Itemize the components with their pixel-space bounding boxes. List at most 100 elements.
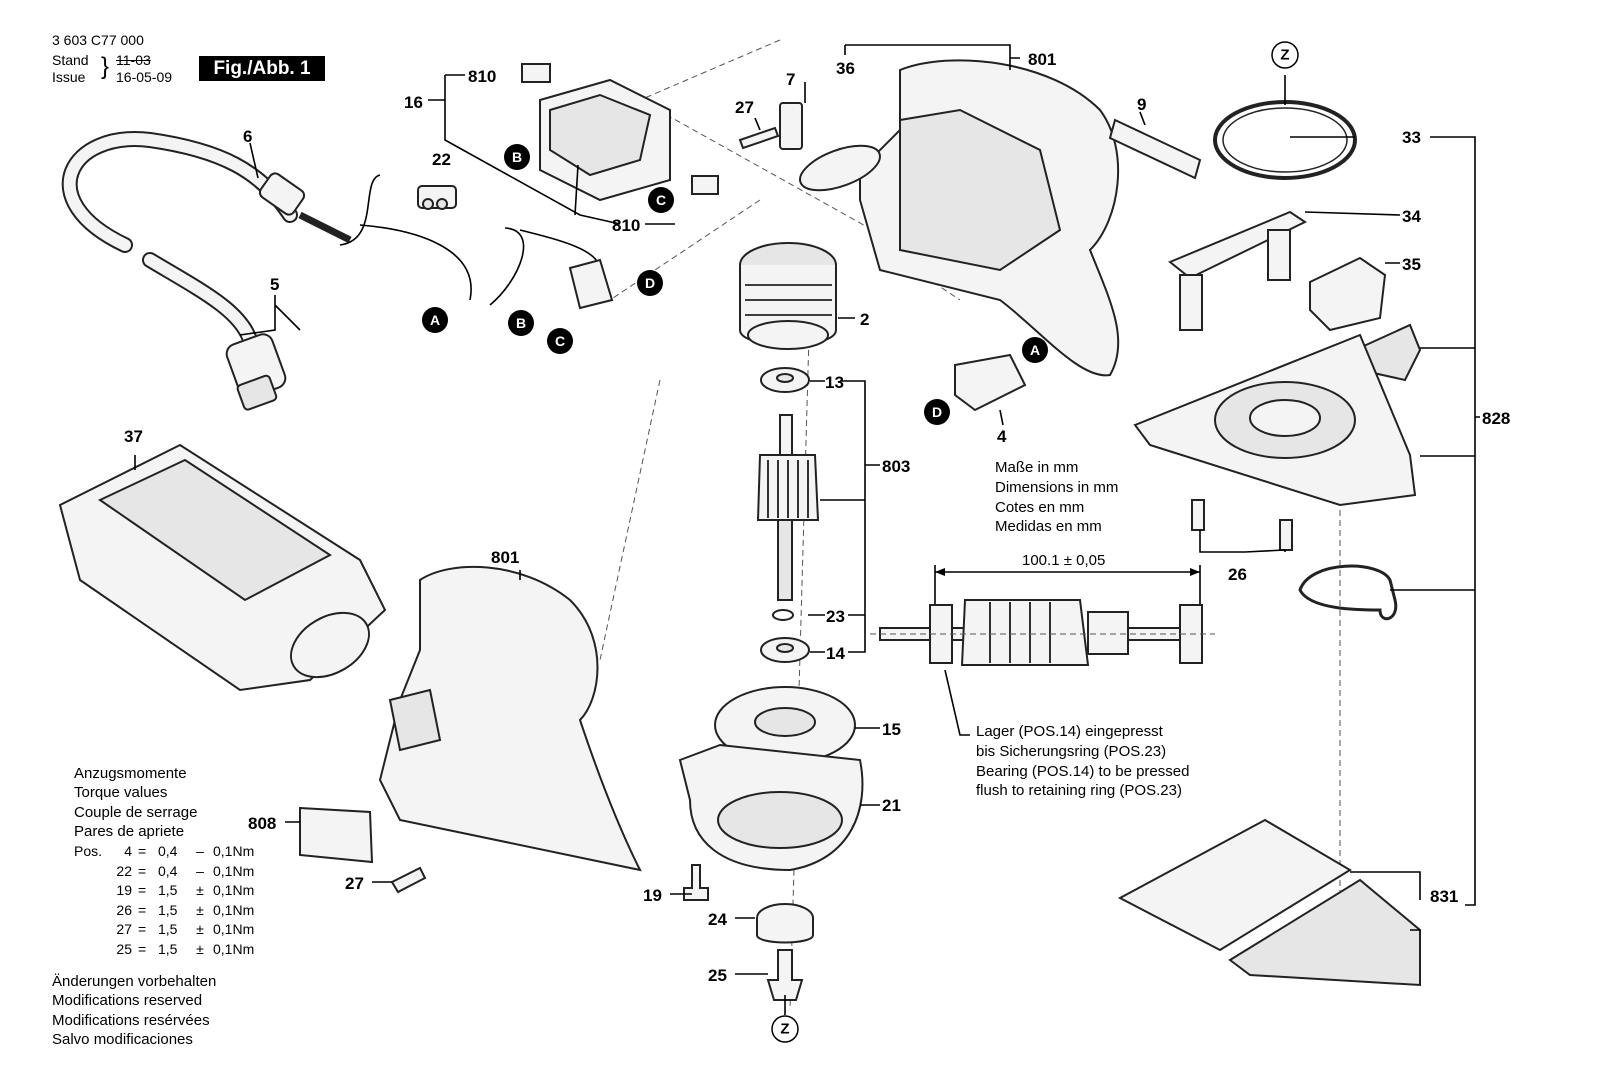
torque-equals: =: [138, 862, 147, 879]
torque-sign: ±: [196, 882, 204, 898]
svg-text:Z: Z: [1280, 47, 1289, 64]
housing-bottom-part: [378, 565, 642, 872]
label-35: 35: [1402, 255, 1421, 274]
svg-text:B: B: [516, 315, 526, 331]
screw-27-bottom: [390, 866, 427, 894]
modifications-en: Modifications reserved: [52, 992, 203, 1009]
stator-part: [739, 242, 837, 350]
label-13: 13: [825, 373, 844, 392]
label-7: 7: [786, 70, 795, 89]
housing-top-part: [799, 59, 1120, 377]
label-27-bottom: 27: [345, 874, 364, 893]
issue-value: 16-05-09: [116, 69, 173, 85]
dimensions-note-es: Medidas en mm: [995, 518, 1102, 535]
power-cord-part: [61, 131, 352, 411]
brush-holder-part: [779, 102, 803, 150]
bearing-note-line2: bis Sicherungsring (POS.23): [976, 743, 1167, 760]
torque-value: 1,5: [158, 901, 178, 918]
dimensions-note-de: Maße in mm: [995, 459, 1079, 476]
torque-pos: 22: [116, 862, 132, 879]
label-15: 15: [882, 720, 901, 739]
dimension-value: 100.1 ± 0,05: [1022, 552, 1106, 569]
label-25: 25: [708, 966, 727, 985]
torque-value: 1,5: [158, 921, 178, 937]
label-803: 803: [882, 457, 910, 476]
z-marker-bottom: Z: [771, 1015, 799, 1043]
label-14: 14: [826, 644, 845, 663]
label-33: 33: [1402, 128, 1421, 147]
torque-sign: ±: [196, 921, 204, 937]
callout-c-top: C: [648, 187, 674, 213]
label-810-bottom: 810: [612, 216, 640, 235]
label-801-bottom: 801: [491, 548, 519, 567]
label-21: 21: [882, 796, 901, 815]
sanding-plate-part: [1133, 333, 1417, 507]
spring-clip-part: [1298, 564, 1398, 621]
modifications-de: Änderungen vorbehalten: [52, 973, 217, 990]
label-5: 5: [270, 275, 279, 294]
armature-part: [756, 414, 820, 601]
torque-value: 1,5: [158, 940, 178, 957]
torque-sign: ±: [196, 940, 204, 957]
fan-housing-part: [678, 743, 864, 872]
svg-text:C: C: [555, 333, 565, 349]
label-27-top: 27: [735, 98, 754, 117]
label-22: 22: [432, 150, 451, 169]
modifications-es: Salvo modificaciones: [52, 1031, 193, 1048]
torque-tol: 0,1Nm: [213, 882, 255, 898]
torque-equals: =: [138, 940, 147, 957]
label-9: 9: [1137, 95, 1146, 114]
torque-equals: =: [138, 901, 147, 918]
switch-module-part: [521, 63, 719, 202]
issue-label: Issue: [52, 69, 86, 85]
label-strip-part: [1108, 118, 1202, 180]
modifications-fr: Modifications resérvées: [52, 1012, 210, 1029]
callout-d-right: D: [924, 399, 950, 425]
callout-c-lower: C: [547, 328, 573, 354]
screw-27-top: [738, 126, 780, 150]
label-801-top: 801: [1028, 50, 1056, 69]
label-36: 36: [836, 59, 855, 78]
callout-a-left: A: [422, 307, 448, 333]
z-marker-top: Z: [1271, 41, 1299, 69]
label-831: 831: [1430, 887, 1458, 906]
part-number: 3 603 C77 000: [52, 32, 144, 48]
retaining-ring-part: [772, 609, 794, 621]
seal-ring-part: [1213, 100, 1357, 180]
torque-title-de: Anzugsmomente: [74, 765, 187, 782]
torque-tol: 0,1Nm: [213, 843, 255, 859]
svg-text:C: C: [656, 192, 666, 208]
torque-equals: =: [138, 882, 147, 898]
svg-text:D: D: [645, 275, 655, 291]
label-23: 23: [826, 607, 845, 626]
bearing-note-line3: Bearing (POS.14) to be pressed: [976, 763, 1190, 780]
label-808: 808: [248, 814, 276, 833]
assembly-line: [599, 39, 1341, 1011]
torque-title-fr: Couple de serrage: [74, 804, 198, 821]
callout-b-top: B: [504, 144, 530, 170]
leader-lines: [134, 44, 1480, 975]
torque-sign: –: [196, 862, 204, 879]
torque-pos: 27: [116, 921, 132, 937]
label-810-top: 810: [468, 67, 496, 86]
torque-pos: 25: [116, 940, 132, 957]
dimensions-note-fr: Cotes en mm: [995, 499, 1085, 516]
torque-pos: 19: [116, 882, 132, 898]
torque-pos: 26: [116, 901, 132, 918]
bearing-note-line4: flush to retaining ring (POS.23): [976, 782, 1182, 799]
wire-b: [489, 227, 525, 306]
bracket-34-part: [1168, 210, 1308, 280]
torque-tol: 0,1Nm: [213, 921, 255, 937]
torque-equals: =: [138, 843, 147, 859]
stand-value: 11-03: [116, 52, 151, 68]
torque-title-en: Torque values: [74, 784, 168, 801]
torque-pos: 4: [124, 843, 132, 859]
torque-title-es: Pares de apriete: [74, 823, 185, 840]
callout-b-lower: B: [508, 310, 534, 336]
svg-text:A: A: [1030, 342, 1040, 358]
callout-d-top: D: [637, 270, 663, 296]
label-4: 4: [997, 427, 1007, 446]
torque-sign: ±: [196, 901, 204, 918]
label-37: 37: [124, 427, 143, 446]
sanding-sheet-part: [1117, 818, 1352, 952]
